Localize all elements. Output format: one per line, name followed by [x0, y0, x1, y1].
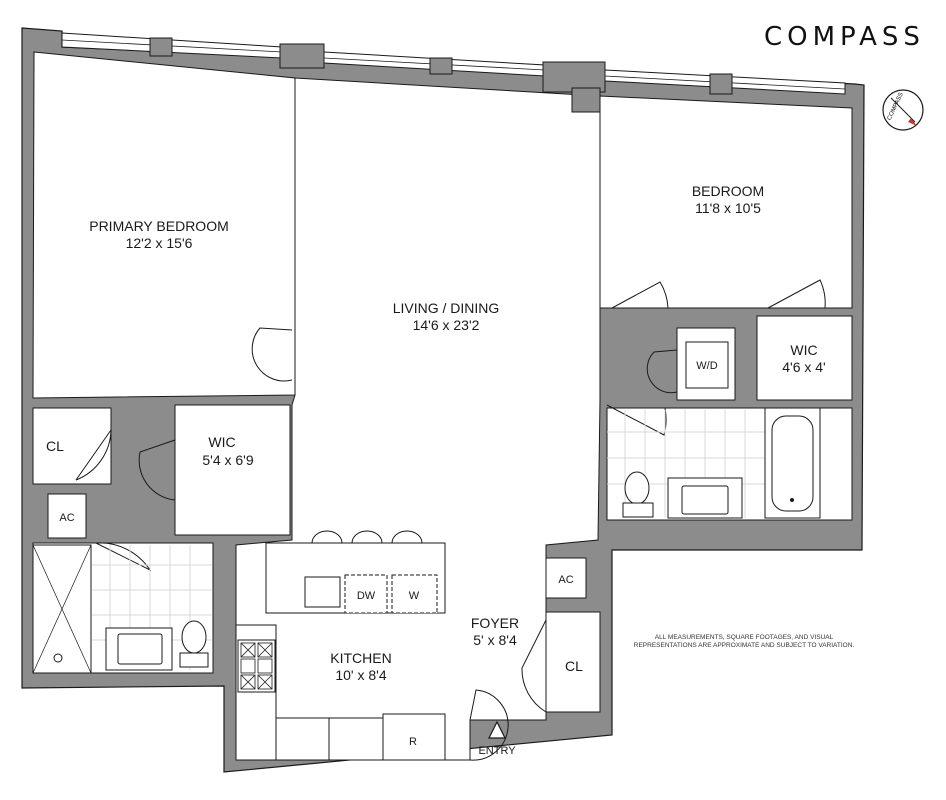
toilet-2: [624, 471, 650, 505]
entry-arrow-icon: [488, 720, 506, 739]
label-ac-primary: AC: [59, 512, 74, 524]
vanity-2: [667, 477, 743, 519]
kitchen-fixtures: [235, 530, 446, 761]
room-name-kitchen: KITCHEN: [330, 650, 391, 666]
room-name-primary-bedroom: PRIMARY BEDROOM: [89, 218, 229, 234]
room-name-living-dining: LIVING / DINING: [393, 300, 500, 316]
cooktop: [237, 639, 276, 693]
room-name-foyer: FOYER: [471, 615, 519, 631]
brand-logo: COMPASS: [764, 22, 925, 52]
room-name-bedroom: BEDROOM: [692, 183, 764, 199]
disclaimer-line-2: REPRESENTATIONS ARE APPROXIMATE AND SUBJ…: [634, 642, 855, 649]
wd-box: [685, 341, 729, 389]
label-ac-foyer: AC: [558, 574, 573, 586]
vanity: [105, 627, 173, 671]
label-entry: ENTRY: [478, 745, 516, 757]
island-sink: [304, 576, 341, 608]
room-dims-wic-primary: 5'4 x 6'9: [202, 452, 253, 468]
room-dims-bedroom: 11'8 x 10'5: [695, 200, 761, 216]
disclaimer-line-1: ALL MEASUREMENTS, SQUARE FOOTAGES, AND V…: [655, 634, 834, 641]
room-dims-foyer: 5' x 8'4: [473, 632, 517, 648]
refrigerator: [382, 713, 446, 761]
dishwasher: [344, 574, 388, 614]
label-wd: W/D: [696, 360, 717, 372]
label-cl-primary: CL: [46, 438, 64, 454]
label-w: W: [409, 590, 420, 602]
doors: [75, 279, 826, 761]
room-dims-wic-bedroom: 4'6 x 4': [782, 359, 825, 375]
room-name-wic-bedroom: WIC: [790, 342, 817, 358]
room-dims-primary-bedroom: 12'2 x 15'6: [126, 235, 193, 251]
label-r: R: [409, 736, 417, 748]
toilet: [181, 620, 207, 654]
label-dw: DW: [357, 590, 376, 602]
room-name-wic-primary: WIC: [208, 434, 235, 450]
room-dims-kitchen: 10' x 8'4: [335, 667, 386, 683]
bath2-fixtures: [607, 341, 821, 519]
primary-bath-fixtures: [32, 544, 212, 674]
room-dims-living-dining: 14'6 x 23'2: [413, 317, 480, 333]
windows: [61, 32, 846, 113]
compass-rose-icon: COMPASS: [882, 89, 924, 131]
label-cl-foyer: CL: [565, 658, 583, 674]
washer: [391, 574, 438, 614]
